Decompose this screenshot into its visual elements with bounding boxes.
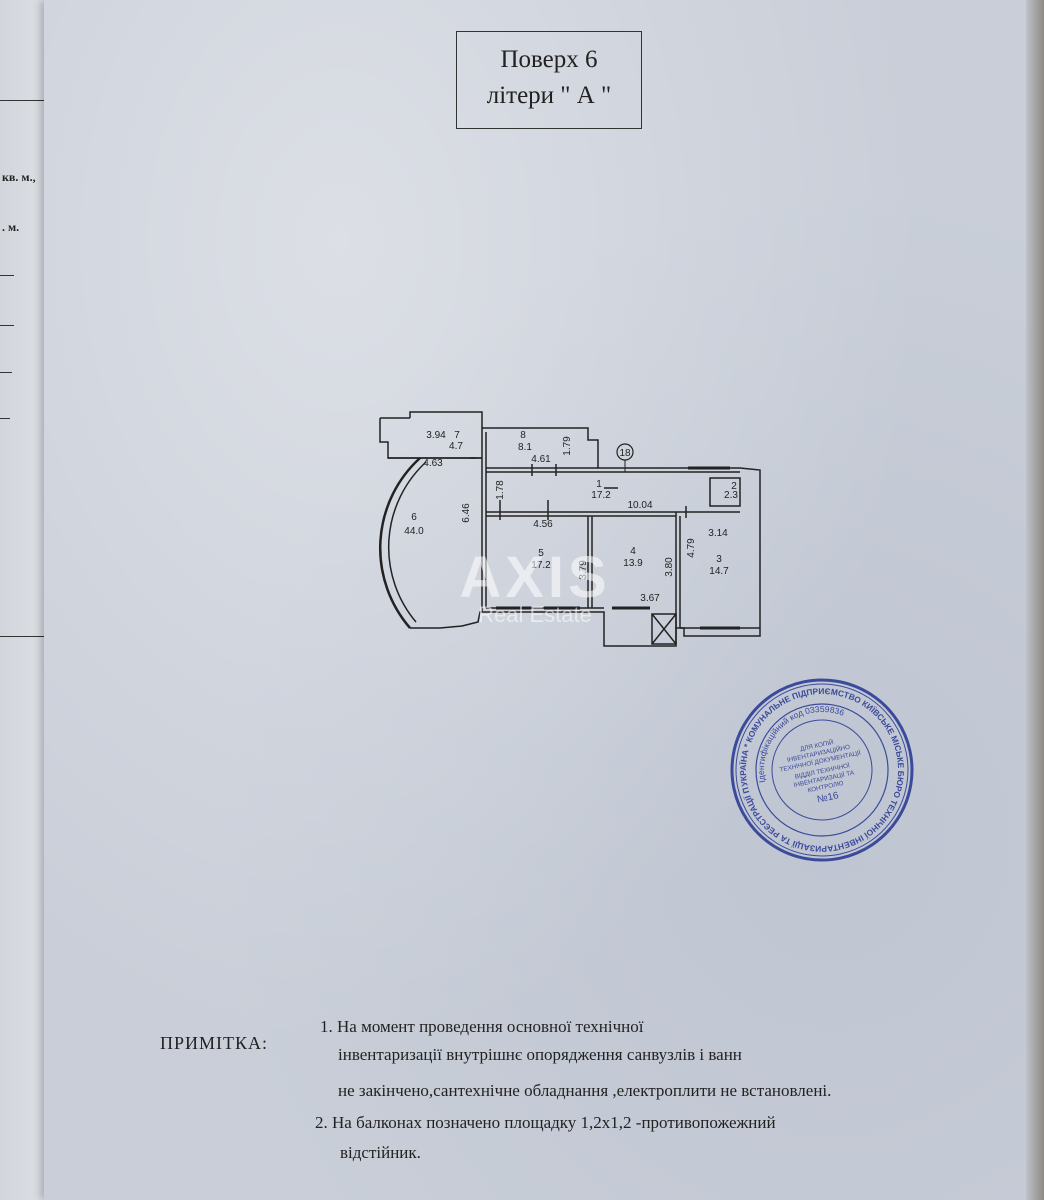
form-rule [0,275,14,276]
dimension-label: 6.46 [461,503,472,523]
room-number: 8 [520,430,526,441]
document-page [44,0,1028,1200]
dimension-label: 3.14 [708,528,728,539]
form-rule [0,418,10,419]
dimension-label: 4.79 [686,538,697,558]
dimension-label: 3.80 [664,557,675,577]
room-area: 44.0 [404,526,424,537]
dimension-label: 3.94 [426,430,446,441]
watermark: AXIS Real Estate [425,548,645,626]
left-fragment-2: . м. [2,220,20,234]
dimension-label: 4.56 [533,519,553,530]
form-rule [0,636,44,637]
window [496,606,740,630]
dimension-tick [470,457,549,520]
form-rule [0,325,14,326]
official-seal: УКРАЇНА * КОМУНАЛЬНЕ ПІДПРИЄМСТВО КИЇВСЬ… [712,660,922,873]
outer-wall [410,418,761,647]
notes-label: ПРИМІТКА: [160,1033,269,1053]
dimension-label: 4.61 [531,454,551,465]
dimension-label: 10.04 [627,500,652,511]
room-area: 13.9 [623,558,643,569]
dimension-label: 3.67 [640,593,660,604]
inner-wall [709,477,741,507]
note-line: 2. На балконах позначено площадку 1,2х1,… [315,1113,776,1132]
dimension-label: 3.79 [578,560,589,580]
room-number: 3 [716,554,722,565]
room-area: 17.2 [531,560,551,571]
room-number: 5 [538,548,544,559]
bay-window-inner [387,461,427,623]
dimension-tick [531,464,687,518]
room-number: 1 [596,479,602,490]
room-area: 17.2 [591,490,611,501]
note-line: відстійник. [340,1143,421,1162]
note-line: не закінчено,сантехнічне обладнання ,еле… [338,1081,832,1100]
dimension-label: 1.78 [495,480,506,500]
room-number: 4 [630,546,636,557]
room-number: 7 [454,430,460,441]
floor-title: Поверх 6 [500,46,598,73]
marker-label: 18 [619,448,631,459]
balcony-platform [651,613,677,645]
watermark-sub: Real Estate [478,602,592,627]
watermark-logo: AXIS [459,545,611,610]
room-area: 8.1 [518,442,532,453]
room-area: 2.3 [724,490,738,501]
seal-number: №16 [816,790,840,805]
note-line: 1. На момент проведення основної технічн… [320,1017,644,1036]
room-area: 14.7 [709,566,729,577]
left-fragment-1: кв. м., [2,170,36,184]
note-line: інвентаризації внутрішнє опорядження сан… [338,1045,742,1064]
dimension-label: 4.63 [423,458,443,469]
page-edge [1026,0,1044,1200]
room-area: 4.7 [449,441,463,452]
form-rule [0,100,44,101]
bay-window-wall [379,457,421,629]
outer-wall [409,411,483,418]
floor-title-box: Поверх 6 літери " А " [456,31,642,129]
letter-title: літери " А " [486,82,612,109]
dimension-label: 1.79 [562,436,573,456]
form-rule [0,372,12,373]
room-number: 2 [731,481,737,492]
room-number: 6 [411,512,417,523]
